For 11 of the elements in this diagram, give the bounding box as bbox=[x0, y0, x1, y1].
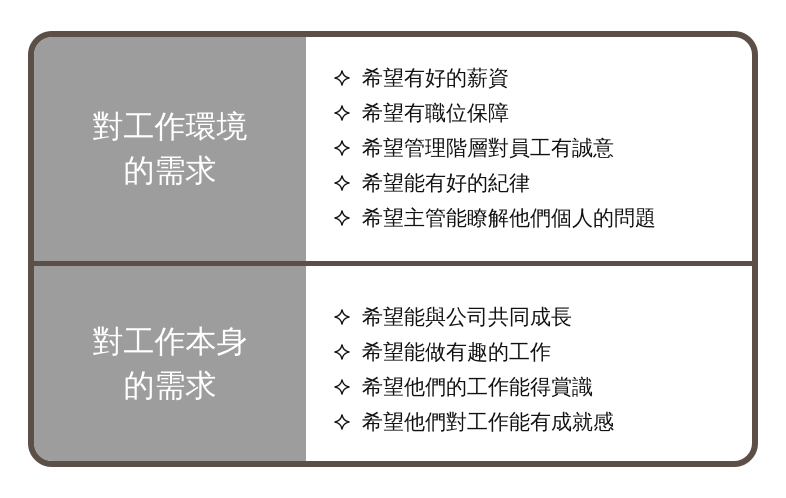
list-item: 希望他們對工作能有成就感 bbox=[362, 408, 614, 436]
category-panel: 對工作本身的需求 bbox=[34, 266, 306, 461]
list-item: 希望有好的薪資 bbox=[362, 64, 509, 92]
list-item: 希望他們的工作能得賞識 bbox=[362, 374, 593, 400]
list-item: 希望有職位保障 bbox=[362, 100, 509, 126]
list-item: 希望主管能瞭解他們個人的問題 bbox=[362, 204, 656, 232]
list-item: 希望能做有趣的工作 bbox=[362, 338, 551, 366]
category-panel: 對工作環境的需求 bbox=[34, 37, 306, 261]
list-item: 希望能與公司共同成長 bbox=[362, 304, 572, 330]
list-item: 希望管理階層對員工有誠意 bbox=[362, 134, 614, 162]
list-item: 希望能有好的紀律 bbox=[362, 170, 530, 196]
